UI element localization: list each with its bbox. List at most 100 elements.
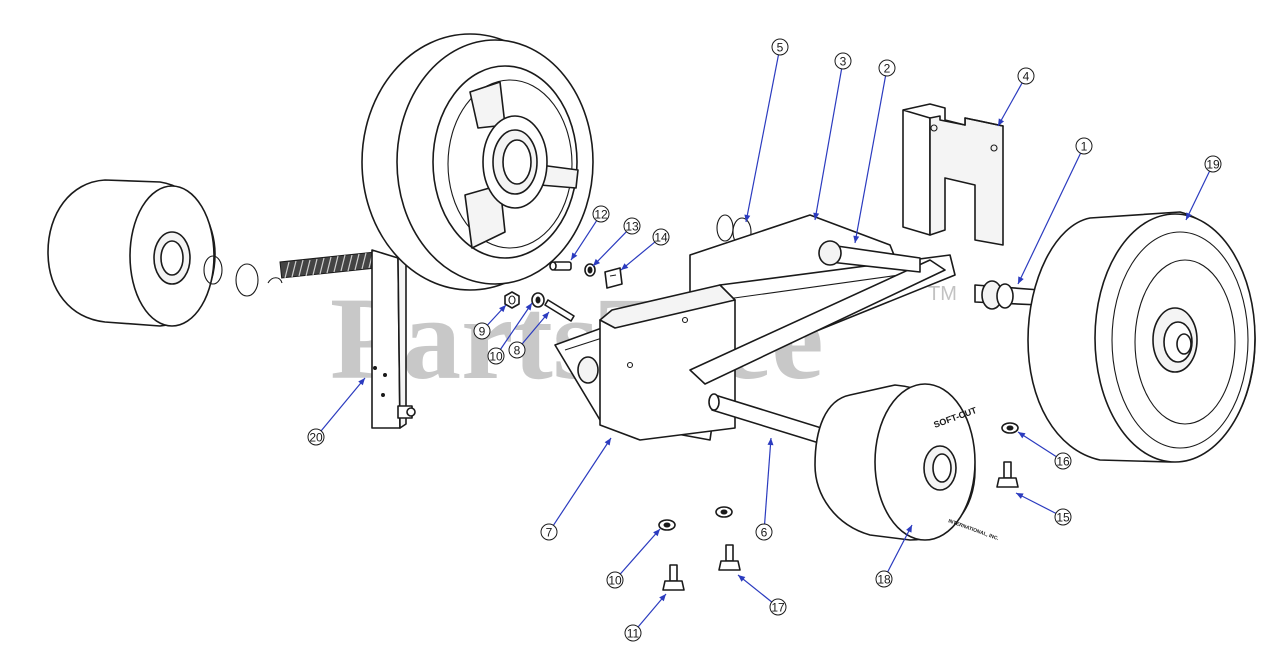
callout-4[interactable]: 4 bbox=[997, 67, 1035, 127]
leader-line bbox=[320, 377, 366, 432]
callout-number: 15 bbox=[1056, 511, 1070, 525]
leader-arrowhead bbox=[738, 575, 746, 582]
callout-number: 8 bbox=[514, 344, 521, 358]
callout-number: 7 bbox=[546, 526, 553, 540]
leader-line bbox=[1015, 492, 1057, 514]
leader-line bbox=[552, 437, 612, 526]
leader-arrowhead bbox=[813, 212, 820, 220]
callout-balloon bbox=[623, 217, 641, 235]
callout-16[interactable]: 16 bbox=[1017, 431, 1072, 470]
leader-line bbox=[1185, 170, 1211, 221]
callout-balloon bbox=[1075, 137, 1093, 155]
small-roller-left[interactable] bbox=[47, 179, 216, 327]
callout-balloon bbox=[875, 570, 893, 588]
leader-arrowhead bbox=[542, 312, 549, 320]
leader-arrowhead bbox=[571, 252, 578, 260]
washer-17[interactable] bbox=[715, 506, 733, 518]
callout-7[interactable]: 7 bbox=[540, 437, 612, 541]
leader-line bbox=[737, 574, 773, 603]
callout-20[interactable]: 20 bbox=[307, 377, 366, 446]
bolt-15[interactable] bbox=[996, 461, 1019, 488]
callout-17[interactable]: 17 bbox=[737, 574, 787, 616]
callout-number: 9 bbox=[479, 325, 486, 339]
leader-line bbox=[620, 241, 656, 271]
callout-balloon bbox=[487, 347, 505, 365]
frame[interactable] bbox=[554, 214, 956, 441]
bolt-12[interactable] bbox=[549, 261, 572, 271]
callout-number: 4 bbox=[1023, 70, 1030, 84]
pin-8[interactable] bbox=[544, 299, 575, 322]
callout-12[interactable]: 12 bbox=[570, 205, 610, 261]
clip-14[interactable] bbox=[604, 267, 623, 289]
spring-arm[interactable] bbox=[371, 249, 416, 429]
large-wheel-left[interactable] bbox=[361, 33, 594, 291]
leader-arrowhead bbox=[1018, 276, 1024, 284]
callout-8[interactable]: 8 bbox=[508, 311, 550, 359]
callout-9[interactable]: 9 bbox=[473, 304, 507, 340]
bracket-4[interactable] bbox=[902, 103, 1004, 246]
callout-1[interactable]: 1 bbox=[1017, 137, 1093, 285]
callout-number: 10 bbox=[608, 574, 622, 588]
axle-1[interactable] bbox=[974, 280, 1041, 310]
leader-arrowhead bbox=[1016, 493, 1024, 499]
leader-arrowhead bbox=[593, 258, 601, 266]
snap-rings-left[interactable] bbox=[203, 255, 259, 297]
callout-balloon bbox=[540, 523, 558, 541]
bolt-11[interactable] bbox=[662, 564, 685, 591]
leader-arrowhead bbox=[767, 438, 774, 446]
callout-number: 11 bbox=[627, 627, 640, 641]
callout-number: 18 bbox=[877, 573, 891, 587]
leader-line bbox=[592, 231, 627, 267]
callout-10b[interactable]: 10 bbox=[606, 528, 661, 589]
callout-balloon bbox=[508, 341, 526, 359]
leader-line bbox=[997, 82, 1023, 127]
washer-10-upper[interactable] bbox=[531, 292, 545, 308]
callout-5[interactable]: 5 bbox=[744, 38, 789, 223]
bolt-17[interactable] bbox=[718, 544, 741, 571]
callout-15[interactable]: 15 bbox=[1015, 492, 1072, 526]
callout-number: 20 bbox=[309, 431, 323, 445]
callout-10a[interactable]: 10 bbox=[487, 302, 533, 365]
leader-line bbox=[1017, 152, 1082, 285]
callout-6[interactable]: 6 bbox=[755, 437, 774, 541]
callout-balloon bbox=[1204, 155, 1222, 173]
leader-arrowhead bbox=[499, 305, 506, 313]
callout-number: 16 bbox=[1056, 455, 1070, 469]
leader-arrowhead bbox=[906, 525, 912, 533]
leader-line bbox=[1017, 431, 1057, 458]
callout-number: 10 bbox=[489, 350, 503, 364]
leader-arrowhead bbox=[525, 303, 532, 311]
callout-number: 2 bbox=[884, 62, 891, 76]
washer-10-lower[interactable] bbox=[658, 519, 676, 531]
callout-14[interactable]: 14 bbox=[620, 228, 670, 271]
leader-line bbox=[619, 528, 661, 575]
axle-2[interactable] bbox=[818, 240, 921, 273]
callout-balloon bbox=[755, 523, 773, 541]
callout-balloon bbox=[307, 428, 325, 446]
large-wheel-right[interactable] bbox=[1027, 211, 1256, 463]
nut-13[interactable] bbox=[584, 263, 596, 277]
callout-balloon bbox=[878, 59, 896, 77]
callout-number: 19 bbox=[1206, 158, 1220, 172]
washer-16[interactable] bbox=[1001, 422, 1019, 434]
callout-number: 6 bbox=[761, 526, 768, 540]
callout-19[interactable]: 19 bbox=[1185, 155, 1222, 221]
leader-arrowhead bbox=[604, 438, 611, 446]
nut-9[interactable] bbox=[504, 291, 520, 309]
leader-line bbox=[887, 524, 913, 573]
leader-arrowhead bbox=[659, 594, 666, 602]
callout-balloon bbox=[1017, 67, 1035, 85]
callout-11[interactable]: 11 bbox=[624, 593, 667, 642]
small-roller-18[interactable]: SOFT-CUT INTERNATIONAL, INC. bbox=[814, 383, 1000, 542]
leader-arrowhead bbox=[998, 118, 1005, 126]
callout-13[interactable]: 13 bbox=[592, 217, 641, 267]
leader-arrowhead bbox=[621, 263, 629, 270]
callout-3[interactable]: 3 bbox=[813, 52, 852, 221]
callout-balloon bbox=[606, 571, 624, 589]
callout-2[interactable]: 2 bbox=[853, 59, 896, 244]
callout-18[interactable]: 18 bbox=[875, 524, 913, 588]
leader-line bbox=[814, 68, 843, 221]
callout-number: 1 bbox=[1081, 140, 1088, 154]
callout-number: 13 bbox=[625, 220, 639, 234]
